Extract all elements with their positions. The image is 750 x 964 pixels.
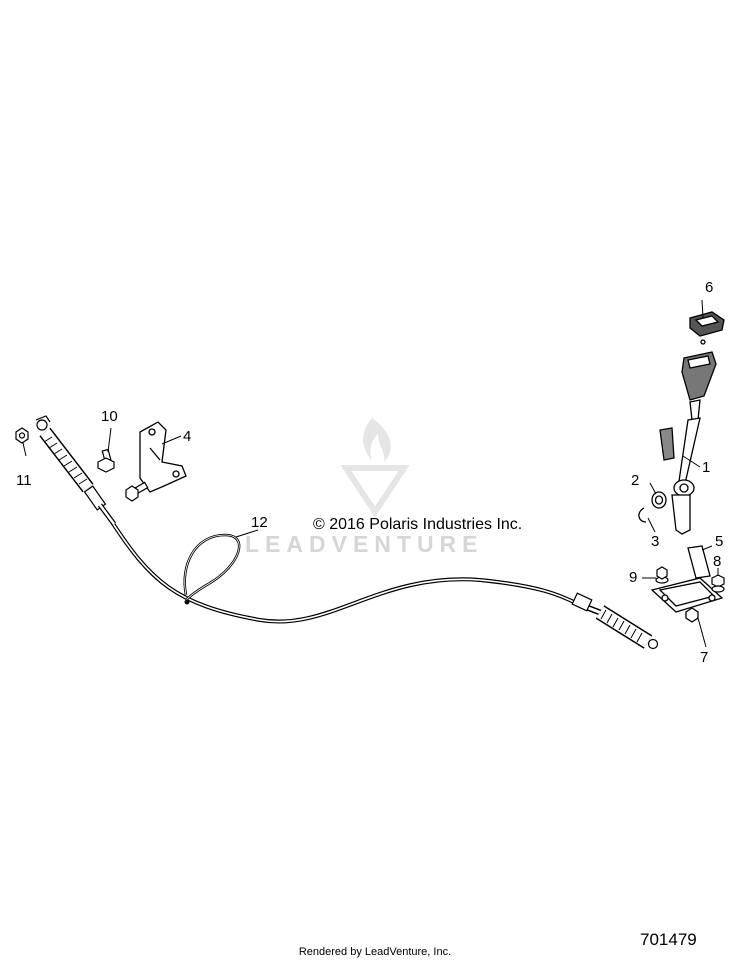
callout-1: 1: [702, 459, 710, 476]
callout-12: 12: [251, 514, 268, 531]
callout-2: 2: [631, 472, 639, 489]
bracket-4: [139, 421, 187, 493]
diagram-number: 701479: [640, 930, 697, 949]
bolt-10: [97, 448, 115, 473]
rendered-by-footer: Rendered by LeadVenture, Inc.: [298, 946, 452, 958]
bolt-9: [655, 566, 669, 584]
callout-4: 4: [183, 428, 191, 445]
shift-lever-1: [659, 351, 717, 535]
callout-3: 3: [651, 533, 659, 550]
watermark-logo: [340, 418, 410, 518]
callout-5: 5: [715, 533, 723, 550]
copyright-text: © 2016 Polaris Industries Inc.: [313, 516, 522, 533]
shift-cable: [35, 415, 659, 650]
bolt-bracket: [125, 481, 149, 502]
nut-11: [15, 427, 29, 444]
callout-labels: 1 2 3 4 5 6 7 8 9 10 11 12: [16, 279, 723, 666]
watermark-text: LEADVENTURE: [245, 531, 484, 557]
bolt-8: [711, 574, 725, 593]
callout-9: 9: [629, 569, 637, 586]
leader-lines: [22, 299, 719, 648]
callout-8: 8: [713, 553, 721, 570]
callout-6: 6: [705, 279, 713, 296]
shift-knob-6: [689, 311, 725, 345]
clip-3: [638, 507, 647, 523]
callout-10: 10: [101, 408, 118, 425]
pad-5: [687, 545, 711, 579]
callout-7: 7: [700, 649, 708, 666]
bushing-2: [651, 491, 667, 509]
callout-11: 11: [16, 472, 32, 489]
base-plate-7: [650, 577, 724, 623]
